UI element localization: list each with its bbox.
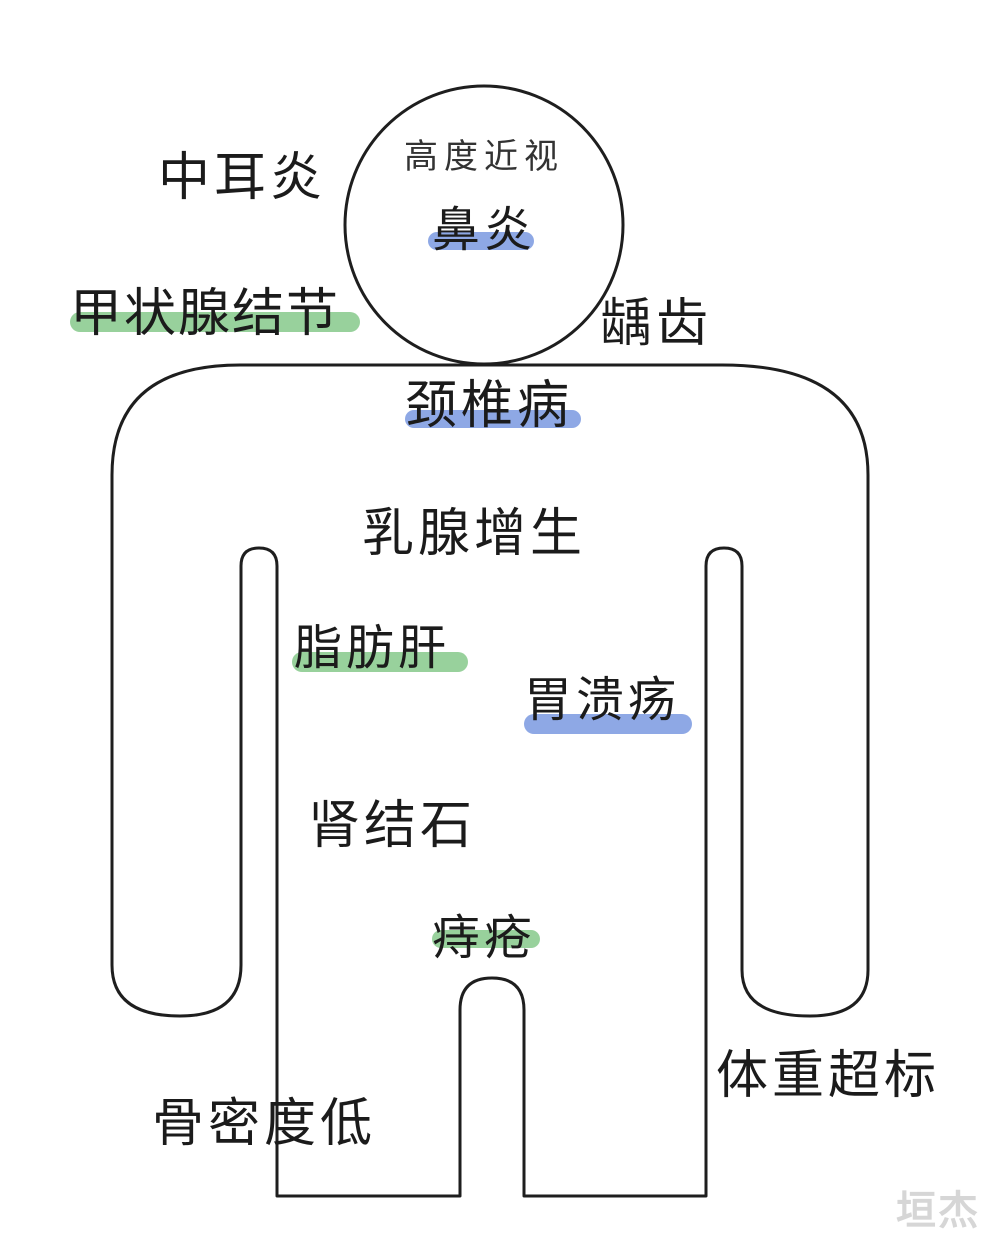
- body-outline: [110, 363, 870, 1198]
- label-hemorrhoids: 痔疮: [432, 910, 537, 966]
- stomach-highlight: [524, 714, 692, 734]
- label-otitis-media: 中耳炎: [158, 148, 327, 208]
- label-thyroid-nodule: 甲状腺结节: [70, 284, 341, 344]
- label-cervical-spondylosis: 颈椎病: [405, 376, 574, 436]
- label-stomach-ulcer: 胃溃疡: [524, 672, 681, 728]
- thyroid-highlight: [70, 312, 360, 332]
- label-fatty-liver: 脂肪肝: [294, 620, 451, 676]
- label-overweight: 体重超标: [716, 1046, 941, 1106]
- watermark: 垣杰: [896, 1188, 980, 1234]
- nose-highlight: [428, 232, 534, 250]
- neck-highlight: [405, 410, 581, 428]
- label-breast-hyperplasia: 乳腺增生: [362, 504, 587, 564]
- hemorrhoid-highlight: [432, 930, 540, 948]
- label-low-bone-density: 骨密度低: [152, 1094, 377, 1154]
- label-high-myopia: 高度近视: [404, 137, 564, 177]
- label-tooth-decay: 龋齿: [600, 294, 713, 354]
- label-rhinitis: 鼻炎: [432, 202, 537, 258]
- liver-highlight: [292, 652, 468, 672]
- label-kidney-stone: 肾结石: [308, 796, 477, 856]
